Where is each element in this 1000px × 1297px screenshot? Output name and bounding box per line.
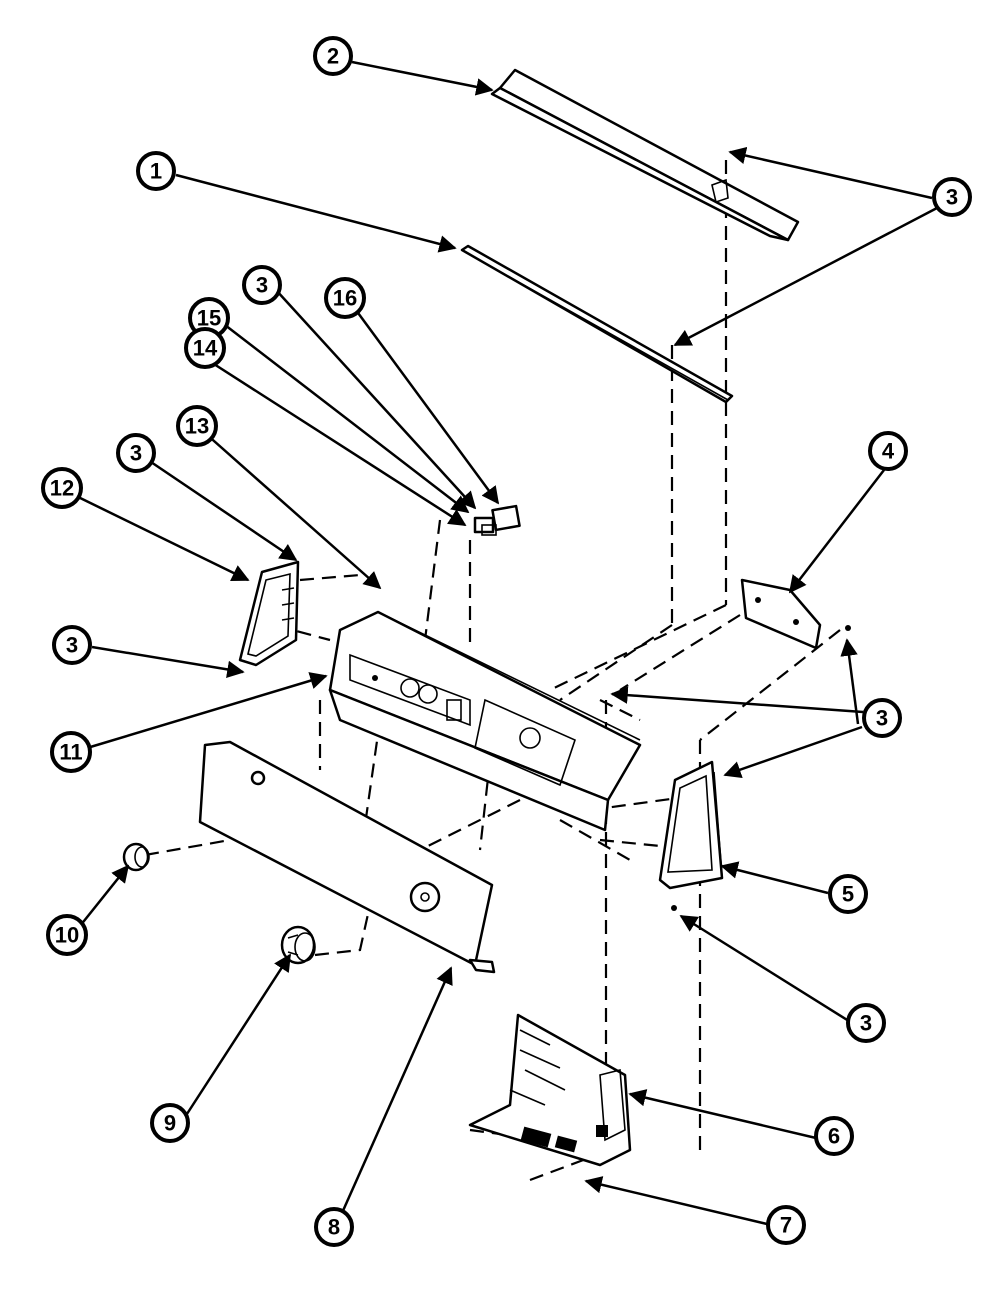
callout-12: 12 [41,467,83,509]
callout-3-upper-middle: 3 [242,265,282,305]
part-5-right-end-cap [658,760,724,911]
svg-text:16: 16 [333,286,357,311]
svg-text:3: 3 [66,633,78,658]
callout-2: 2 [313,36,353,76]
callout-6: 6 [814,1116,854,1156]
part-10-small-knob [122,842,150,872]
svg-text:4: 4 [882,439,895,464]
svg-text:5: 5 [842,882,854,907]
callout-14: 14 [184,327,226,369]
svg-text:11: 11 [59,740,82,765]
callout-4: 4 [868,431,908,471]
callout-7: 7 [766,1205,806,1245]
svg-text:3: 3 [130,441,142,466]
callout-10: 10 [46,914,88,956]
part-16-switch [473,504,521,536]
callout-9: 9 [150,1103,190,1143]
part-12-left-end-cap [238,560,300,667]
callout-3-left-middle: 3 [52,625,92,665]
part-8-front-panel [198,740,496,974]
svg-text:12: 12 [50,476,74,501]
callout-1: 1 [136,151,176,191]
part-4-bracket [740,578,851,650]
svg-text:9: 9 [164,1111,176,1136]
svg-text:15: 15 [197,306,221,331]
svg-text:3: 3 [256,273,268,298]
callout-3-right-middle: 3 [862,698,902,738]
callout-15: 15 [188,297,230,339]
svg-text:3: 3 [946,185,958,210]
callout-3-right-lower: 3 [846,1003,886,1043]
svg-text:1: 1 [150,159,162,184]
svg-text:6: 6 [828,1124,840,1149]
part-6-7-control-board [468,1013,632,1167]
part-11-console [328,610,642,832]
callout-5: 5 [828,874,868,914]
part-2-top-trim [490,68,800,242]
callout-8: 8 [314,1207,354,1247]
svg-text:7: 7 [780,1213,792,1238]
svg-text:13: 13 [185,414,209,439]
svg-text:2: 2 [327,44,339,69]
callout-3-left-upper: 3 [116,433,156,473]
svg-text:8: 8 [328,1215,340,1240]
svg-text:14: 14 [193,336,218,361]
part-1-strip [460,244,734,404]
svg-text:3: 3 [860,1011,872,1036]
callout-3-top-right: 3 [932,177,972,217]
leader-lines [71,60,938,1226]
svg-text:10: 10 [55,923,79,948]
callout-13: 13 [176,405,218,447]
callout-16: 16 [324,277,366,319]
svg-text:3: 3 [876,706,888,731]
callout-11: 11 [50,731,92,773]
